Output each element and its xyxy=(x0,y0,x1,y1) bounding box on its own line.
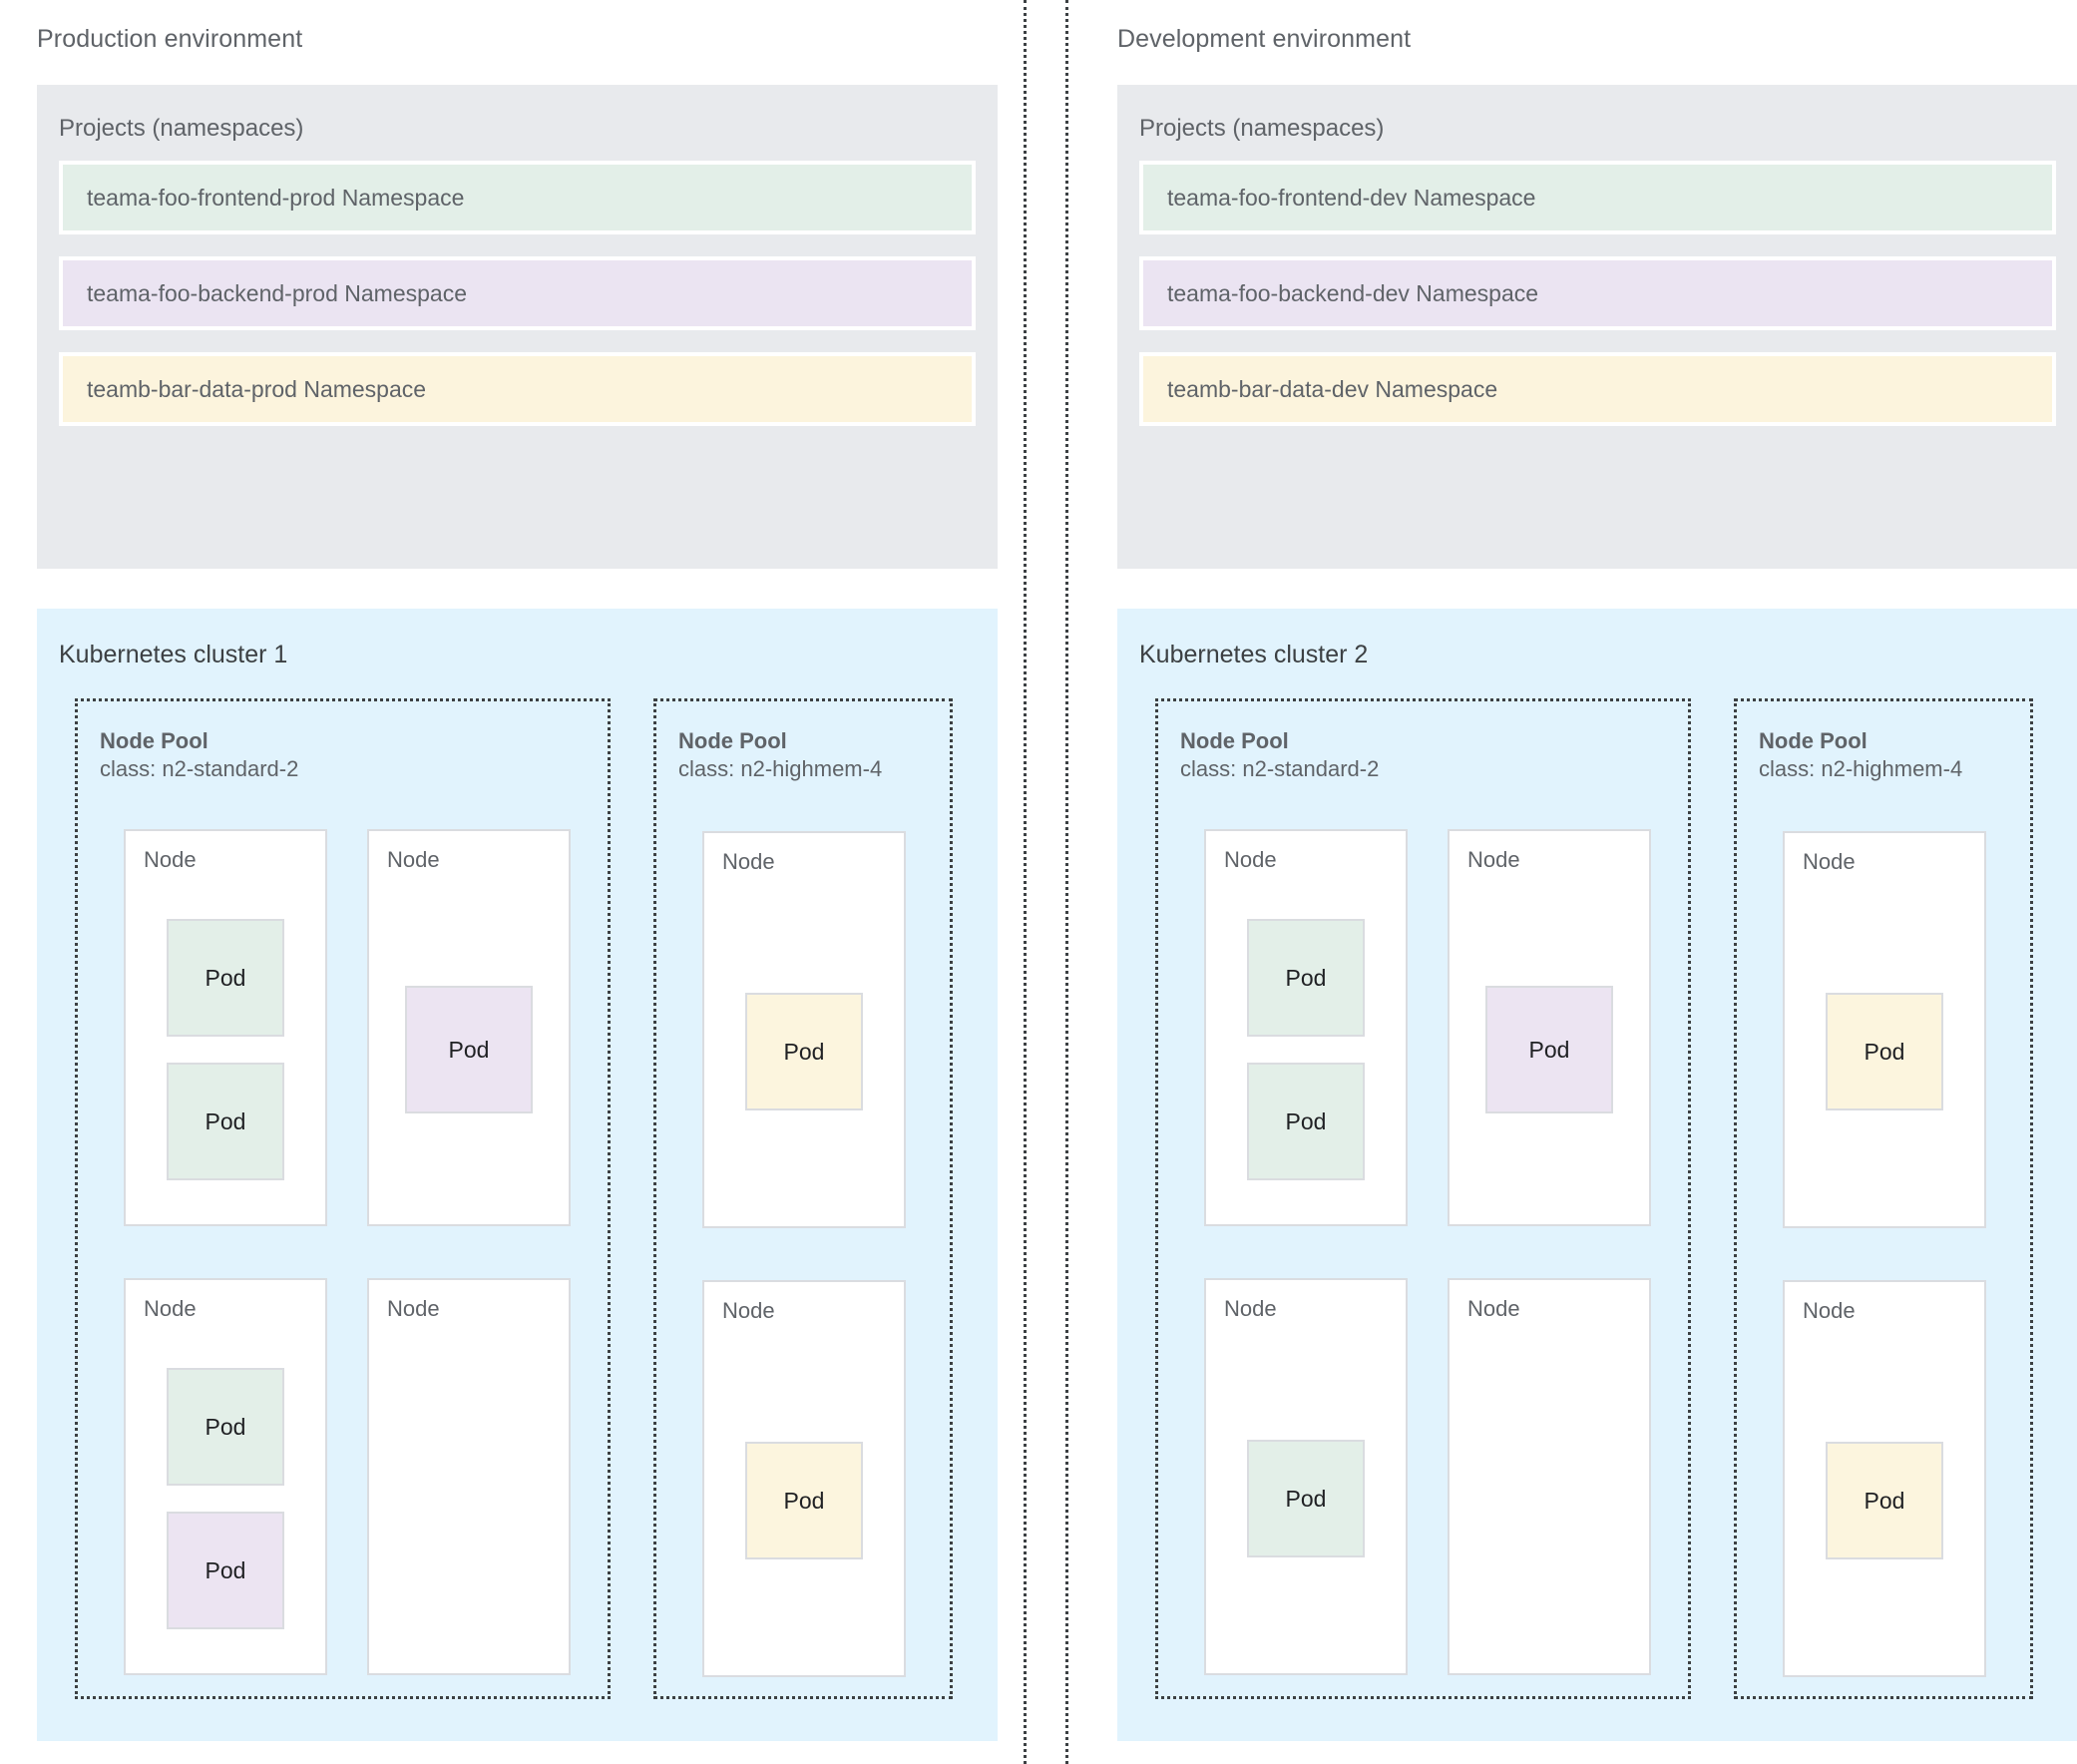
node-pool-name: Node Pool xyxy=(1180,728,1289,753)
pod-list: Pod xyxy=(704,891,904,1212)
pod[interactable]: Pod xyxy=(167,1368,284,1486)
pod[interactable]: Pod xyxy=(1826,1442,1943,1559)
node-pool-name: Node Pool xyxy=(678,728,787,753)
projects-panel-title: Projects (namespaces) xyxy=(59,115,304,142)
node-label: Node xyxy=(1803,1298,1856,1323)
node-label: Node xyxy=(722,849,775,874)
projects-panel: Projects (namespaces) teama-foo-frontend… xyxy=(1117,85,2077,569)
node-card[interactable]: Node Pod xyxy=(367,829,571,1226)
node-pool-header: Node Pool class: n2-highmem-4 xyxy=(678,727,882,783)
pod-list: Pod Pod xyxy=(126,1338,325,1659)
pod[interactable]: Pod xyxy=(745,993,863,1110)
node-pool: Node Pool class: n2-standard-2 Node Pod … xyxy=(75,698,611,1699)
node-pool-class: class: n2-highmem-4 xyxy=(1759,756,1963,782)
pod[interactable]: Pod xyxy=(405,986,533,1113)
namespace-item[interactable]: teamb-bar-data-dev Namespace xyxy=(1139,352,2056,426)
node-pool-header: Node Pool class: n2-highmem-4 xyxy=(1759,727,1962,783)
pod[interactable]: Pod xyxy=(167,919,284,1037)
environment-production: Production environment Projects (namespa… xyxy=(0,0,1024,1764)
environment-title: Development environment xyxy=(1117,25,1412,53)
kubernetes-cluster: Kubernetes cluster 1 Node Pool class: n2… xyxy=(37,609,998,1741)
node-pool-name: Node Pool xyxy=(1759,728,1868,753)
node-card[interactable]: Node Pod xyxy=(702,1280,906,1677)
node-card[interactable]: Node Pod xyxy=(1783,1280,1986,1677)
pod-list xyxy=(369,1338,569,1659)
node-pool: Node Pool class: n2-standard-2 Node Pod … xyxy=(1155,698,1691,1699)
pod-list: Pod xyxy=(704,1340,904,1661)
namespace-item[interactable]: teama-foo-backend-dev Namespace xyxy=(1139,256,2056,330)
pod[interactable]: Pod xyxy=(167,1512,284,1629)
node-card[interactable]: Node xyxy=(367,1278,571,1675)
node-pool: Node Pool class: n2-highmem-4 Node Pod N… xyxy=(653,698,953,1699)
pod[interactable]: Pod xyxy=(167,1063,284,1180)
node-label: Node xyxy=(1803,849,1856,874)
environment-divider-left xyxy=(1024,0,1027,1764)
pod-list: Pod Pod xyxy=(126,889,325,1210)
namespace-item[interactable]: teama-foo-backend-prod Namespace xyxy=(59,256,976,330)
node-pool-class: class: n2-highmem-4 xyxy=(678,756,883,782)
node-card[interactable]: Node Pod xyxy=(1783,831,1986,1228)
node-label: Node xyxy=(722,1298,775,1323)
node-card[interactable]: Node xyxy=(1448,1278,1651,1675)
node-card[interactable]: Node Pod Pod xyxy=(124,829,327,1226)
node-label: Node xyxy=(1467,1296,1520,1321)
node-label: Node xyxy=(387,847,440,872)
node-card[interactable]: Node Pod Pod xyxy=(124,1278,327,1675)
pod[interactable]: Pod xyxy=(1826,993,1943,1110)
environment-divider-right xyxy=(1065,0,1068,1764)
namespace-item[interactable]: teama-foo-frontend-dev Namespace xyxy=(1139,161,2056,234)
pod-list: Pod xyxy=(1785,1340,1984,1661)
node-pool-header: Node Pool class: n2-standard-2 xyxy=(1180,727,1379,783)
namespace-list: teama-foo-frontend-dev Namespace teama-f… xyxy=(1139,161,2056,426)
pod-list: Pod xyxy=(1785,891,1984,1212)
namespace-list: teama-foo-frontend-prod Namespace teama-… xyxy=(59,161,976,426)
node-pool-header: Node Pool class: n2-standard-2 xyxy=(100,727,298,783)
pod-list: Pod xyxy=(1450,889,1649,1210)
node-pool-name: Node Pool xyxy=(100,728,208,753)
node-label: Node xyxy=(1224,847,1277,872)
node-card[interactable]: Node Pod Pod xyxy=(1204,829,1408,1226)
cluster-title: Kubernetes cluster 2 xyxy=(1139,641,1369,668)
pod-list: Pod xyxy=(369,889,569,1210)
node-pool-class: class: n2-standard-2 xyxy=(1180,756,1380,782)
pod[interactable]: Pod xyxy=(745,1442,863,1559)
node-pool: Node Pool class: n2-highmem-4 Node Pod N… xyxy=(1734,698,2033,1699)
namespace-item[interactable]: teamb-bar-data-prod Namespace xyxy=(59,352,976,426)
projects-panel: Projects (namespaces) teama-foo-frontend… xyxy=(37,85,998,569)
pod[interactable]: Pod xyxy=(1247,1440,1365,1557)
environment-development: Development environment Projects (namesp… xyxy=(1065,0,2077,1764)
environment-title: Production environment xyxy=(37,25,303,53)
node-label: Node xyxy=(387,1296,440,1321)
node-card[interactable]: Node Pod xyxy=(702,831,906,1228)
pod[interactable]: Pod xyxy=(1247,919,1365,1037)
pod-list: Pod xyxy=(1206,1338,1406,1659)
node-label: Node xyxy=(144,1296,197,1321)
pod[interactable]: Pod xyxy=(1247,1063,1365,1180)
node-card[interactable]: Node Pod xyxy=(1448,829,1651,1226)
node-pool-class: class: n2-standard-2 xyxy=(100,756,299,782)
node-label: Node xyxy=(144,847,197,872)
node-label: Node xyxy=(1224,1296,1277,1321)
pod[interactable]: Pod xyxy=(1485,986,1613,1113)
cluster-title: Kubernetes cluster 1 xyxy=(59,641,288,668)
node-card[interactable]: Node Pod xyxy=(1204,1278,1408,1675)
projects-panel-title: Projects (namespaces) xyxy=(1139,115,1385,142)
node-label: Node xyxy=(1467,847,1520,872)
pod-list: Pod Pod xyxy=(1206,889,1406,1210)
pod-list xyxy=(1450,1338,1649,1659)
kubernetes-cluster: Kubernetes cluster 2 Node Pool class: n2… xyxy=(1117,609,2077,1741)
namespace-item[interactable]: teama-foo-frontend-prod Namespace xyxy=(59,161,976,234)
